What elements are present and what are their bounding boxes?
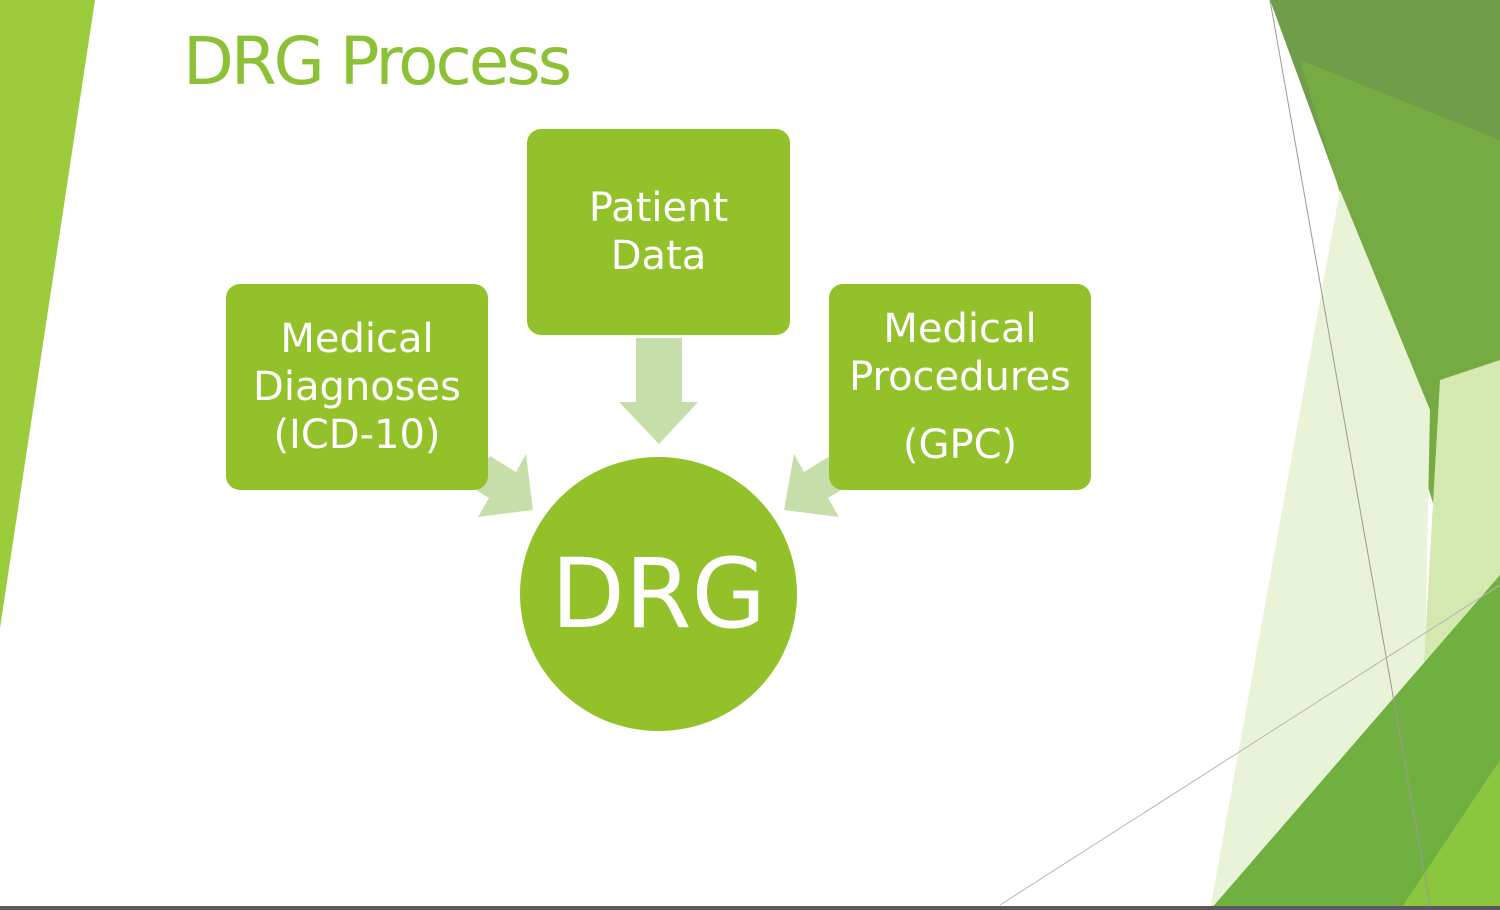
medical-procedures-line-1: Medical — [883, 306, 1037, 352]
patient-data-line-1: Patient — [588, 185, 729, 231]
right-bottom-lime-band — [1400, 760, 1500, 910]
medical-diagnoses-box: Medical Diagnoses (ICD-10) — [226, 284, 488, 490]
medical-diagnoses-line-3: (ICD-10) — [273, 412, 441, 458]
medical-procedures-line-2: Procedures — [849, 354, 1071, 400]
patient-data-line-2: Data — [610, 233, 707, 279]
medical-procedures-box: Medical Procedures (GPC) — [829, 284, 1091, 490]
decor-line-2 — [999, 584, 1500, 906]
drg-center-circle: DRG — [520, 457, 797, 731]
medical-diagnoses-line-2: Diagnoses — [253, 364, 461, 410]
medical-diagnoses-line-1: Medical — [280, 316, 434, 362]
right-bottom-green-band — [1210, 575, 1500, 910]
left-green-band — [0, 0, 95, 628]
slide-title: DRG Process — [183, 23, 572, 100]
bottom-edge-bar — [0, 906, 1500, 910]
medical-procedures-line-3: (GPC) — [902, 422, 1018, 468]
arrow-top-to-center — [619, 338, 698, 444]
patient-data-box: Patient Data — [527, 129, 790, 335]
decor-line-1 — [1269, 0, 1431, 906]
drg-center-label: DRG — [550, 538, 766, 650]
